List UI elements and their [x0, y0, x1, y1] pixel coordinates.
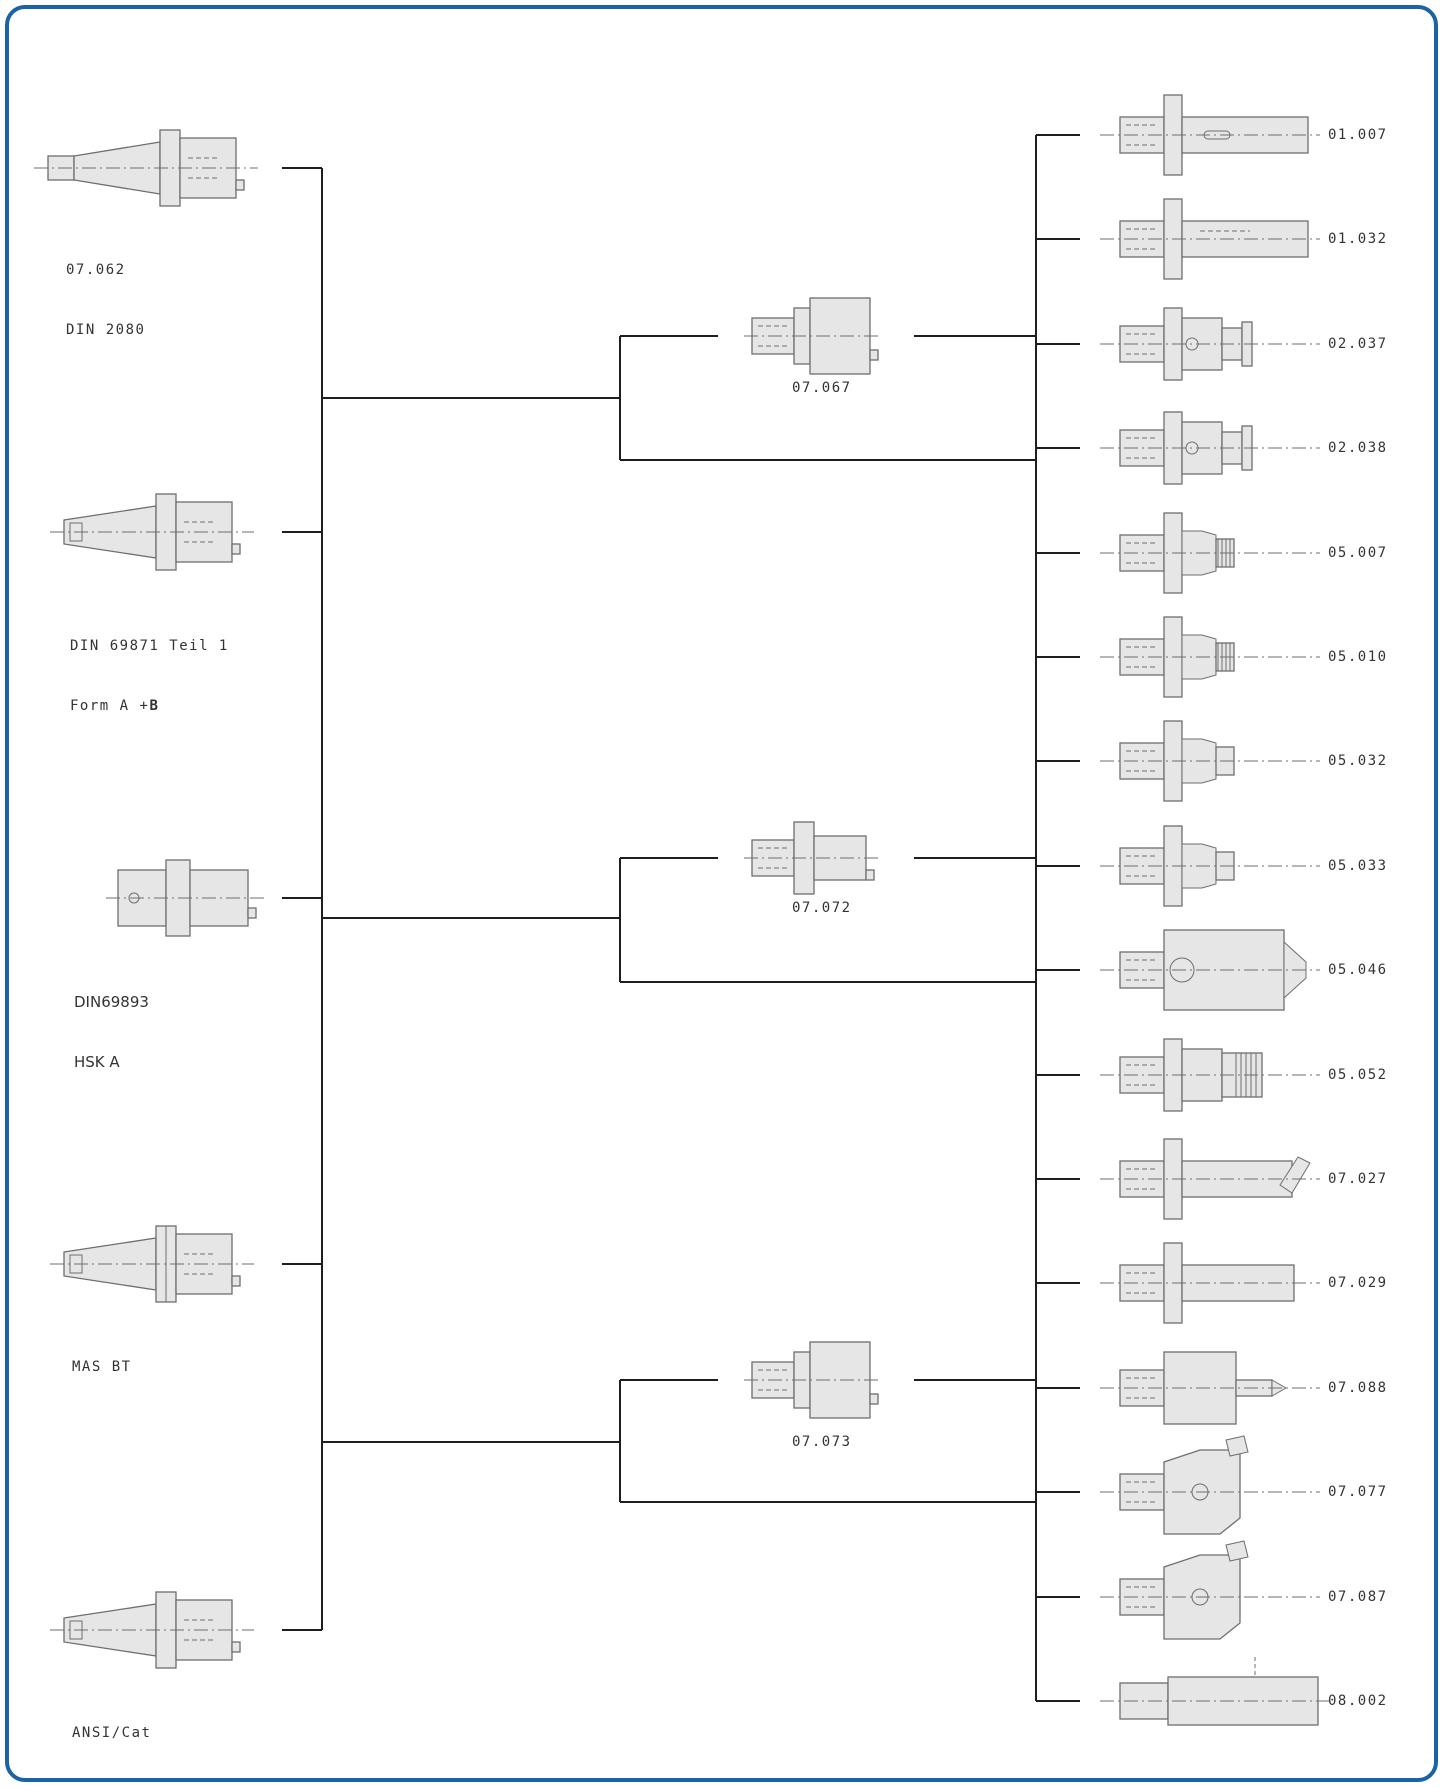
adapter-icon [744, 298, 882, 374]
boring-bar-tool-icon [1100, 1139, 1320, 1219]
adapter-icon [744, 1342, 882, 1418]
source-line: MAS BT [72, 1357, 132, 1377]
source-label-din-69871: DIN 69871 Teil 1 Form A +B [70, 596, 229, 736]
shank-screw-tool-icon [1100, 199, 1320, 279]
blank-shank-tool-icon [1100, 1243, 1320, 1323]
tool-label: 02.037 [1328, 334, 1388, 354]
tool-label: 05.052 [1328, 1065, 1388, 1085]
boring-head-tool-icon [1100, 1352, 1320, 1424]
shrink-holder-tool-icon [1100, 1039, 1320, 1111]
form-plus: + [140, 698, 150, 714]
source-label-mas-bt: MAS BT [72, 1317, 132, 1397]
tool-label: 05.046 [1328, 960, 1388, 980]
drill-chuck-tool-icon [1100, 930, 1320, 1010]
collet-chuck-tool-icon [1100, 513, 1320, 593]
source-line: Form A +B [70, 696, 229, 716]
extension-tool-icon [1100, 1657, 1335, 1725]
machine-taper-icon [50, 494, 254, 570]
tool-label: 05.033 [1328, 856, 1388, 876]
source-line: ANSI/Cat [72, 1723, 151, 1743]
tool-label: 07.088 [1328, 1378, 1388, 1398]
tool-label: 05.010 [1328, 647, 1388, 667]
form-prefix: Form A [70, 698, 130, 714]
tool-label: 05.007 [1328, 543, 1388, 563]
source-line: DIN 2080 [66, 320, 145, 340]
arbor-nut-tool-icon [1100, 308, 1320, 380]
adapter-label-07-067: 07.067 [792, 378, 852, 398]
machine-taper-icon [50, 1226, 254, 1302]
tool-label: 05.032 [1328, 751, 1388, 771]
machine-taper-icon [50, 1592, 254, 1668]
source-label-din-69893: DIN69893 HSK A [74, 952, 149, 1092]
source-label-07-062: 07.062 DIN 2080 [66, 220, 145, 360]
source-line: DIN69893 [74, 992, 149, 1012]
insert-holder-tool-icon [1100, 1436, 1320, 1534]
insert-holder-tool-icon [1100, 1541, 1320, 1639]
tool-label: 07.027 [1328, 1169, 1388, 1189]
source-label-ansi-cat: ANSI/Cat [72, 1683, 151, 1763]
shank-slot-tool-icon [1100, 95, 1320, 175]
form-bold: B [149, 698, 159, 714]
collet-chuck-tool-icon [1100, 617, 1320, 697]
tap-adapter-tool-icon [1100, 721, 1320, 801]
tool-label: 07.029 [1328, 1273, 1388, 1293]
adapter-label-07-072: 07.072 [792, 898, 852, 918]
adapter-icon [744, 822, 882, 894]
tool-label: 01.032 [1328, 229, 1388, 249]
tool-label: 07.077 [1328, 1482, 1388, 1502]
tool-label: 08.002 [1328, 1691, 1388, 1711]
tap-adapter-tool-icon [1100, 826, 1320, 906]
machine-taper-icon [34, 130, 258, 206]
tool-label: 01.007 [1328, 125, 1388, 145]
source-line: HSK A [74, 1052, 149, 1072]
tool-label: 07.087 [1328, 1587, 1388, 1607]
machine-taper-icon [106, 860, 266, 936]
shell-arbor-tool-icon [1100, 412, 1320, 484]
source-line: 07.062 [66, 260, 145, 280]
source-line: DIN 69871 Teil 1 [70, 636, 229, 656]
adapter-label-07-073: 07.073 [792, 1432, 852, 1452]
tool-label: 02.038 [1328, 438, 1388, 458]
